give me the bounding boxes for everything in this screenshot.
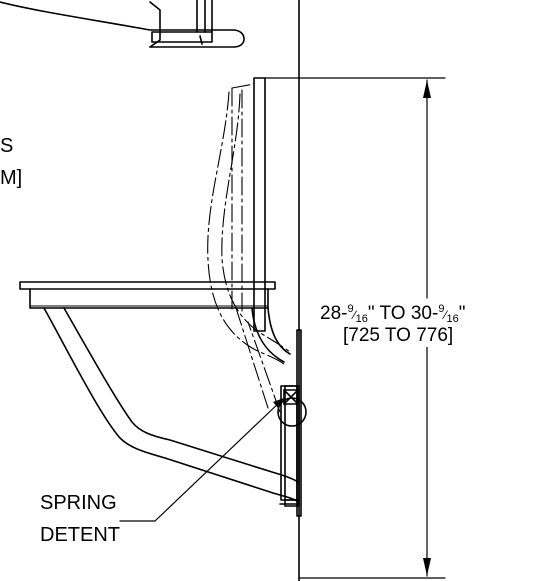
wall-plate	[253, 77, 266, 332]
dim-fraction-b: 9⁄16	[438, 303, 459, 325]
dimension-imperial: 28-9⁄16" TO 30-9⁄16"	[318, 303, 468, 325]
dim-fraction-a: 9⁄16	[347, 303, 368, 325]
seat-top	[19, 281, 276, 290]
dim-mid: " TO 30-	[367, 303, 439, 324]
cut-label-top: S	[0, 135, 14, 157]
spring-label-line1: SPRING	[40, 492, 117, 514]
seat-base	[29, 288, 269, 309]
spring-label-line2: DETENT	[40, 524, 120, 546]
folded-seat-phantom	[207, 83, 291, 413]
cut-label-bottom: M]	[0, 167, 23, 189]
dim-end: "	[458, 303, 466, 324]
spring-detent-housing	[277, 329, 307, 517]
dim-whole-a: 28-	[320, 303, 348, 324]
dimension-line	[423, 79, 431, 577]
spring-detent-leader	[119, 398, 284, 522]
dimension-metric: [725 TO 776]	[341, 325, 456, 347]
support-bracket	[43, 307, 299, 503]
upper-bracket	[0, 0, 245, 48]
